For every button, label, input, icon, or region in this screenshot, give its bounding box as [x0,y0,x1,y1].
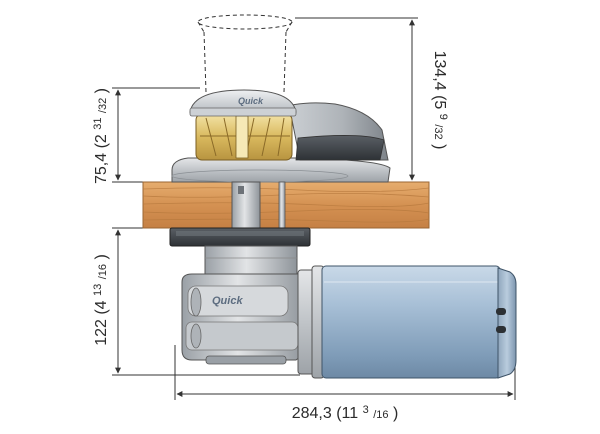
optional-drum-outline [197,14,293,93]
body-brand-logo: Quick [212,295,243,307]
deck-shaft [231,181,286,231]
deck-board [142,181,430,229]
electric-motor [297,265,517,379]
dimension-total-length: 284,3 (11 3 /16 ) [292,400,399,422]
mounting-flange [169,227,311,279]
top-brand-logo: Quick [238,96,264,106]
dimension-below-deck: 122 (4 13 /16 ) [88,254,110,346]
gearbox: Quick [181,273,307,365]
dimension-total-height: 134,4 (5 9 /32 ) [431,51,453,150]
above-deck-unit: Quick [171,89,391,183]
dimension-above-deck: 75,4 (2 31 /32 ) [88,88,110,184]
